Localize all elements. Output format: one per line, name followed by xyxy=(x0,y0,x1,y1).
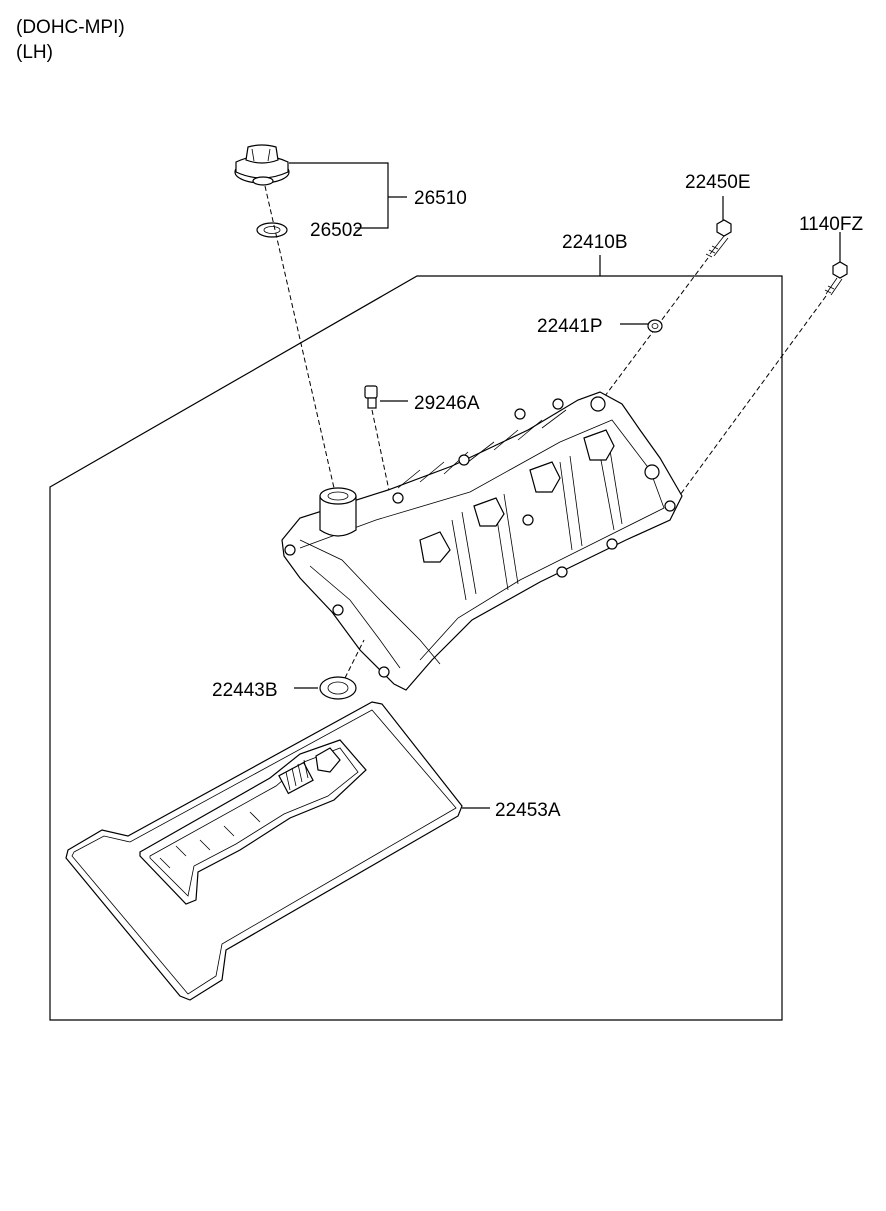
side-label: (LH) xyxy=(16,42,53,63)
cap-gasket[interactable] xyxy=(256,222,288,238)
part-label-29246A[interactable]: 29246A xyxy=(414,393,480,414)
engine-type-label: (DOHC-MPI) xyxy=(16,17,125,38)
part-label-22450E[interactable]: 22450E xyxy=(685,172,751,193)
gasket-22453A[interactable] xyxy=(65,701,463,1001)
install-line-29246A xyxy=(371,409,391,496)
part-label-26502[interactable]: 26502 xyxy=(310,220,363,241)
part-label-22443B[interactable]: 22443B xyxy=(212,680,278,701)
sensor-29246A[interactable] xyxy=(364,385,378,409)
bolt-1140FZ[interactable] xyxy=(824,261,848,296)
part-label-26510[interactable]: 26510 xyxy=(414,188,467,209)
part-label-22453A[interactable]: 22453A xyxy=(495,800,561,821)
seal-22443B[interactable] xyxy=(319,676,357,700)
bolt-22450E[interactable] xyxy=(705,219,732,258)
assembly-boundary xyxy=(49,275,783,1021)
part-label-1140FZ[interactable]: 1140FZ xyxy=(799,214,863,235)
rocker-cover[interactable] xyxy=(281,391,683,691)
bracket-26510 xyxy=(289,162,389,229)
install-line-1140FZ xyxy=(671,295,827,507)
install-line-cap xyxy=(264,185,335,489)
part-label-22441P[interactable]: 22441P xyxy=(537,316,603,337)
grommet-22441P[interactable] xyxy=(647,319,663,333)
part-label-22410B[interactable]: 22410B xyxy=(562,232,628,253)
install-line-22443B xyxy=(344,639,365,679)
oil-filler-cap[interactable] xyxy=(234,144,290,186)
